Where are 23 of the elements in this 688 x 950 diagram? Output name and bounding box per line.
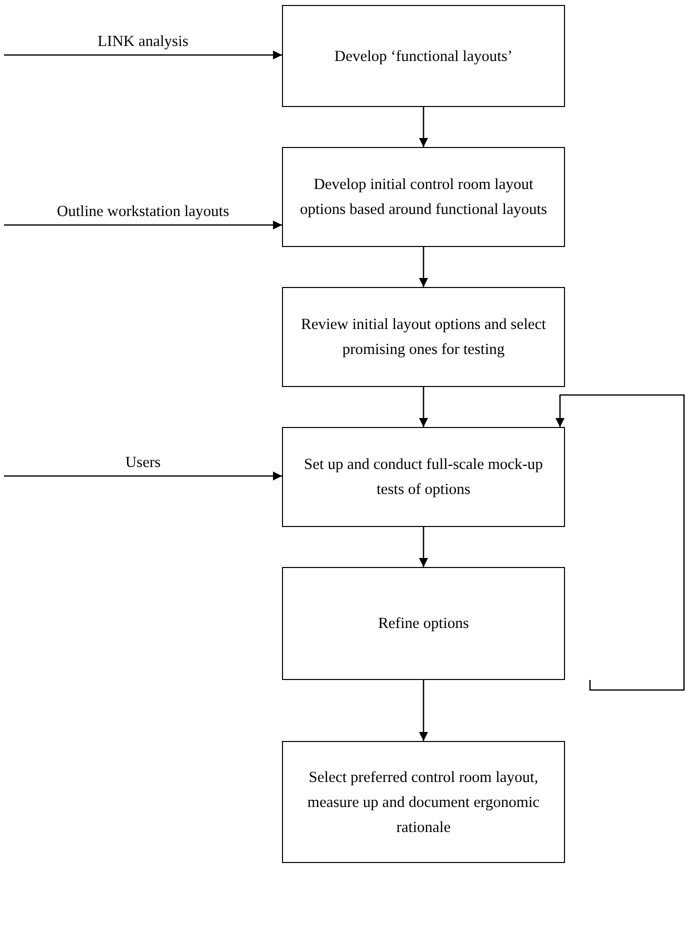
- box-text: Set up and conduct full-scale mock-up tests of options: [303, 455, 544, 500]
- box-text: Refine options: [378, 614, 469, 634]
- arrow: [419, 107, 428, 147]
- box-text: Review initial layout options and select promising ones for testing: [300, 315, 547, 360]
- process-box: [282, 567, 565, 680]
- process-box: [282, 287, 565, 387]
- edge-label: Outline workstation layouts: [54, 203, 232, 221]
- arrow: [4, 472, 282, 480]
- process-box: [282, 427, 565, 527]
- box-text: Select preferred control room layout, measure up and document ergonomic rationale: [306, 768, 541, 838]
- arrow: [4, 50, 282, 60]
- process-box: [282, 147, 565, 247]
- process-box: [282, 741, 565, 863]
- arrow: [419, 247, 428, 287]
- arrow: [556, 394, 685, 691]
- process-box: [282, 5, 565, 107]
- edge-label: LINK analysis: [96, 33, 190, 51]
- arrow: [419, 527, 428, 567]
- arrow: [419, 387, 428, 427]
- arrow: [419, 680, 428, 741]
- box-text: Develop initial control room layout options based around functional layouts: [298, 175, 548, 220]
- arrow: [4, 220, 282, 230]
- box-text: Develop ‘functional layouts’: [334, 46, 513, 66]
